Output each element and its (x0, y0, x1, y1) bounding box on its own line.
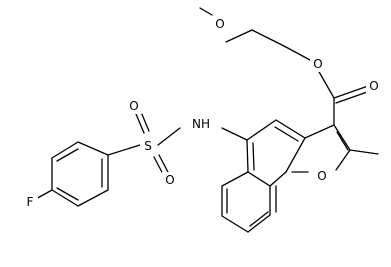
fluorine-label: F (27, 195, 34, 209)
fluorophenyl-ring (33, 141, 109, 207)
furan-oxygen-label: O (317, 169, 326, 183)
furan-ring (285, 124, 379, 173)
ether-oxygen-label: O (215, 17, 224, 31)
sulfur-label: S (144, 139, 152, 153)
methoxyethyl-chain (199, 7, 335, 99)
sulfonyl-oxygen-lower-label: O (165, 173, 174, 187)
ester-oxygen-label: O (313, 57, 322, 71)
carbonyl-oxygen-label: O (369, 79, 378, 93)
nitrogen-label: NH (192, 117, 210, 131)
naphthalene-core (221, 119, 306, 233)
ester-group (333, 85, 371, 126)
atom-labels: O O O O NH S O O F (22, 16, 382, 210)
sulfonyl-oxygen-upper-label: O (129, 99, 138, 113)
sulfonamide-linkage (107, 111, 248, 177)
